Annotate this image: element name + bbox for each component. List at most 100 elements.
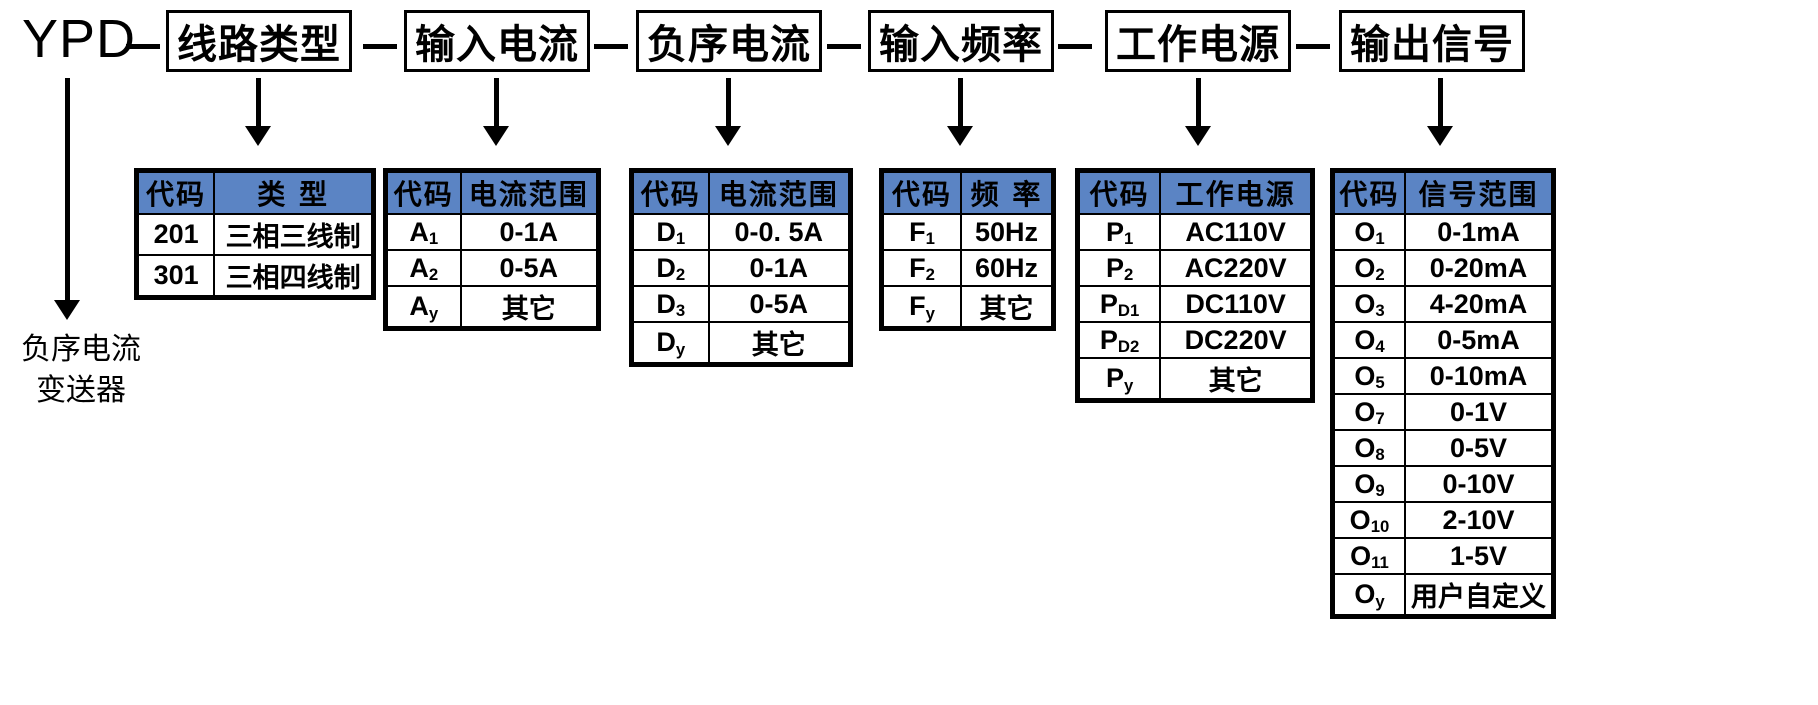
table-header-row: 代码类 型	[136, 171, 373, 215]
arrow-head-line-type	[245, 126, 271, 146]
column-header-value: 电流范围	[459, 171, 598, 215]
cell-value: 1-5V	[1403, 537, 1554, 575]
cell-value: 0-5A	[707, 285, 851, 323]
cell-code: O4	[1333, 321, 1406, 359]
arrow-head-output-signal	[1427, 126, 1453, 146]
cell-value: DC110V	[1159, 285, 1312, 323]
cell-value: 其它	[959, 285, 1054, 328]
column-header-value: 信号范围	[1403, 171, 1554, 215]
cell-value: 2-10V	[1403, 501, 1554, 539]
cell-code-subscript: 2	[675, 265, 686, 285]
segment-title-box-negative-sequence-current[interactable]: 负序电流	[636, 10, 822, 72]
separator-dash-2	[363, 44, 397, 49]
cell-code: Fy	[882, 285, 962, 328]
cell-code: Ay	[386, 285, 462, 328]
column-header-code: 代码	[386, 171, 462, 215]
cell-value: 0-5V	[1403, 429, 1554, 467]
column-header-code: 代码	[1077, 171, 1162, 215]
cell-value: 0-5mA	[1403, 321, 1554, 359]
cell-value: 0-20mA	[1403, 249, 1554, 287]
left-caption-line-2: 变送器	[36, 372, 126, 408]
cell-code-subscript: y	[1123, 375, 1134, 395]
cell-code: D3	[632, 285, 710, 323]
segment-title-box-input-frequency[interactable]: 输入频率	[868, 10, 1054, 72]
column-header-code: 代码	[632, 171, 710, 215]
arrow-line-input-current	[494, 78, 499, 134]
arrow-line-working-power	[1196, 78, 1201, 134]
cell-code: P1	[1077, 213, 1162, 251]
cell-code: O8	[1333, 429, 1406, 467]
cell-value: 三相三线制	[213, 213, 373, 256]
segment-title-box-input-current[interactable]: 输入电流	[404, 10, 590, 72]
arrow-head-working-power	[1185, 126, 1211, 146]
separator-dash-3	[594, 44, 628, 49]
cell-value: 4-20mA	[1403, 285, 1554, 323]
cell-code: 201	[136, 213, 216, 256]
cell-value: 其它	[459, 285, 598, 328]
cell-code: O7	[1333, 393, 1406, 431]
cell-code: D1	[632, 213, 710, 251]
cell-code: Py	[1077, 357, 1162, 400]
cell-code: P2	[1077, 249, 1162, 287]
table-header-row: 代码频 率	[882, 171, 1054, 215]
cell-code: Oy	[1333, 573, 1406, 616]
cell-code-subscript: 9	[1375, 481, 1385, 501]
cell-code-subscript: 2	[428, 265, 439, 285]
segment-title-box-working-power[interactable]: 工作电源	[1105, 10, 1291, 72]
cell-code: A1	[386, 213, 462, 251]
column-header-value: 电流范围	[707, 171, 851, 215]
cell-code: O9	[1333, 465, 1406, 503]
cell-value: DC220V	[1159, 321, 1312, 359]
cell-code: O2	[1333, 249, 1406, 287]
cell-code: Dy	[632, 321, 710, 364]
cell-code: PD1	[1077, 285, 1162, 323]
segment-title-box-output-signal[interactable]: 输出信号	[1339, 10, 1525, 72]
prefix-connector-line	[65, 78, 70, 308]
cell-code-subscript: 1	[675, 229, 686, 249]
arrow-head-negative-sequence-current	[715, 126, 741, 146]
column-header-code: 代码	[882, 171, 962, 215]
cell-code-subscript: y	[1375, 591, 1385, 611]
cell-value: 60Hz	[959, 249, 1054, 287]
cell-value: 0-0. 5A	[707, 213, 851, 251]
column-header-value: 类 型	[213, 171, 373, 215]
arrow-line-input-frequency	[958, 78, 963, 134]
cell-code-subscript: 3	[675, 301, 686, 321]
cell-value: 三相四线制	[213, 254, 373, 297]
cell-code-subscript: y	[428, 303, 439, 323]
segment-title-box-line-type[interactable]: 线路类型	[166, 10, 352, 72]
